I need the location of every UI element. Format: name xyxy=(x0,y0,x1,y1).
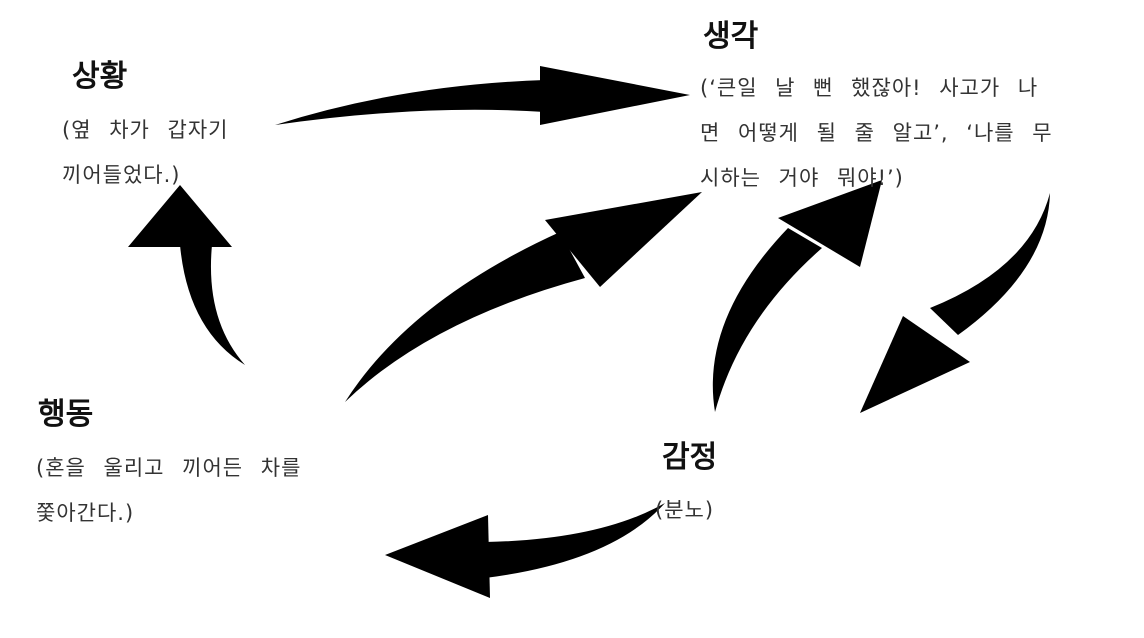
arrow-behavior-to-situation xyxy=(128,185,245,365)
emotion-description: (분노) xyxy=(655,488,714,533)
arrow-emotion-to-behavior xyxy=(385,503,665,598)
situation-line: (옆 차가 갑자기 xyxy=(62,118,229,142)
situation-description: (옆 차가 갑자기 끼어들었다.) xyxy=(62,108,228,198)
arrow-emotion-to-thought xyxy=(712,180,882,412)
thought-title: 생각 xyxy=(703,19,759,54)
thought-line: 시하는 거야 뭐야!’) xyxy=(700,166,904,190)
situation-title: 상황 xyxy=(72,59,128,94)
arrow-behavior-to-thought xyxy=(345,192,702,402)
behavior-line: (혼을 울리고 끼어든 차를 xyxy=(36,456,302,480)
behavior-description: (혼을 울리고 끼어든 차를 쫓아간다.) xyxy=(36,446,301,536)
thought-line: 면 어떻게 될 줄 알고’, ‘나를 무 xyxy=(700,121,1053,145)
emotion-title: 감정 xyxy=(662,440,718,475)
behavior-title: 행동 xyxy=(38,397,94,432)
situation-line: 끼어들었다.) xyxy=(62,163,181,187)
arrow-thought-to-emotion xyxy=(860,193,1050,413)
emotion-line: (분노) xyxy=(655,498,715,522)
arrow-situation-to-thought xyxy=(275,66,690,125)
thought-description: (‘큰일 날 뻔 했잖아! 사고가 나 면 어떻게 될 줄 알고’, ‘나를 무… xyxy=(700,66,1120,201)
behavior-line: 쫓아간다.) xyxy=(36,501,135,525)
thought-line: (‘큰일 날 뻔 했잖아! 사고가 나 xyxy=(700,76,1039,100)
